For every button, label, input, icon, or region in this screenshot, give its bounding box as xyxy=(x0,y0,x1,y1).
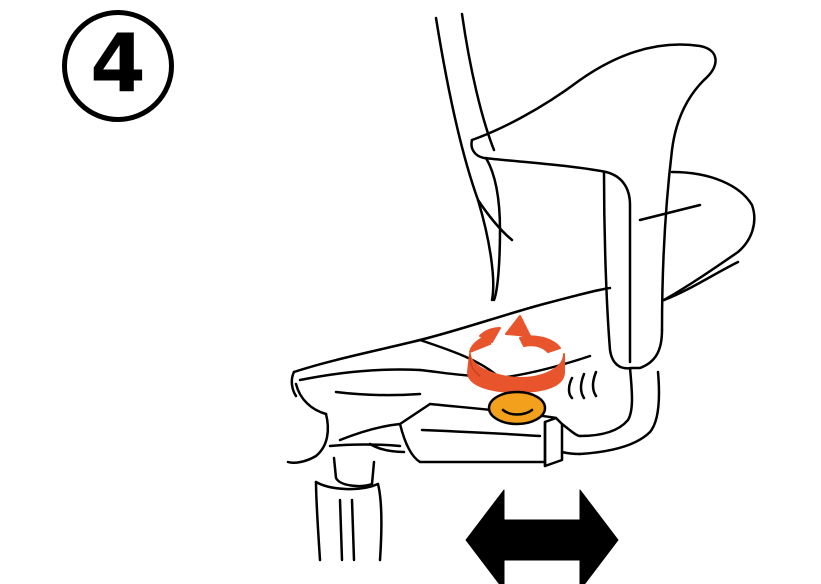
step-number: 4 xyxy=(90,17,146,110)
chair-back-frame xyxy=(434,12,514,302)
chair-back-panel xyxy=(638,170,756,302)
chair-cylinder xyxy=(314,456,383,562)
adjustment-knob-icon xyxy=(487,390,547,426)
motion-lines xyxy=(567,370,598,400)
step-number-badge: 4 xyxy=(62,10,174,122)
armrest-pad xyxy=(470,43,717,370)
seat-bracket xyxy=(328,402,582,468)
armrest-post xyxy=(578,366,661,456)
horizontal-double-arrow-icon xyxy=(465,489,619,584)
counterclockwise-rotate-icon xyxy=(467,315,565,393)
